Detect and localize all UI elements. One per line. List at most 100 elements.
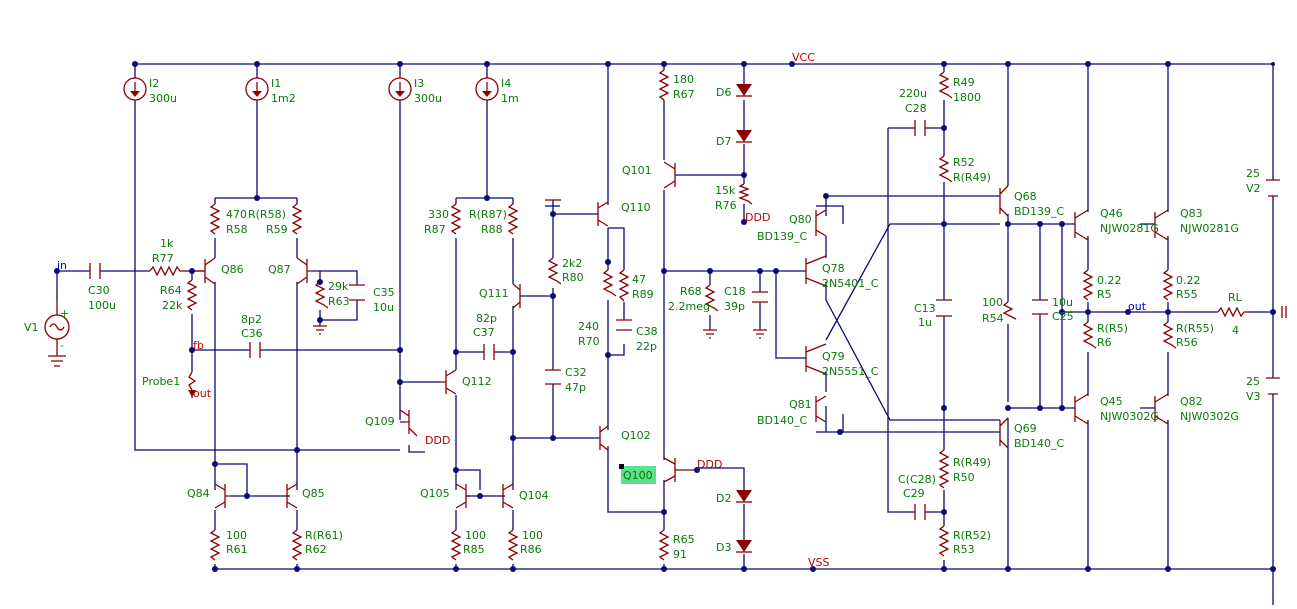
voltage-source-V1[interactable] — [44, 300, 70, 367]
label-resistors-17-value: 91 — [673, 548, 687, 561]
label-resistors-10-value: 100 — [522, 529, 543, 542]
transistor-Q87 — [296, 257, 312, 285]
resistor-R80 — [547, 257, 562, 285]
label-resistors-11-id: R80 — [562, 271, 584, 284]
label-transistors-13-model: BD139_C — [757, 230, 808, 243]
label-resistors-22-value: R(R52) — [953, 529, 991, 542]
label-transistors-10-id: Q101 — [622, 164, 652, 177]
battery-V2 — [1266, 179, 1280, 197]
label-resistors-21-value: R(R49) — [953, 456, 991, 469]
label-capacitors-2-id: C36 — [241, 327, 263, 340]
capacitor-C28 — [914, 120, 926, 136]
label-transistors-3-id: Q85 — [302, 487, 325, 500]
label-voltage_sources-2-value: 25 — [1246, 375, 1260, 388]
label-transistors-6-id: Q105 — [420, 487, 450, 500]
net-label-ddd-1: DDD — [425, 434, 450, 447]
transistor-Q68 — [999, 185, 1009, 217]
label-diodes-1: D7 — [716, 135, 731, 148]
label-voltage_sources-1-value: 25 — [1246, 167, 1260, 180]
transistor-Q80 — [815, 209, 827, 237]
label-transistors-4-id: Q109 — [365, 415, 395, 428]
label-sources-0-id: I2 — [149, 77, 159, 90]
label-transistors-21-id: Q45 — [1100, 395, 1123, 408]
label-capacitors-3-id: C37 — [473, 326, 495, 339]
resistor-R87 — [450, 203, 462, 235]
resistor-R63 — [314, 281, 329, 309]
label-transistors-8-id: Q111 — [479, 287, 509, 300]
label-transistors-18-id: Q69 — [1014, 422, 1037, 435]
resistor-R59 — [291, 203, 303, 235]
resistor-R88 — [507, 203, 519, 235]
battery-V3 — [1266, 377, 1280, 395]
label-capacitors-9-id: C25 — [1052, 310, 1074, 323]
resistor-R64 — [186, 279, 198, 311]
capacitor-C38 — [616, 319, 632, 331]
resistor-R58 — [209, 203, 221, 235]
resistor-R86 — [507, 529, 519, 561]
label-resistors-0-id: R77 — [152, 252, 174, 265]
selection-handle[interactable] — [619, 464, 624, 469]
capacitor-C13 — [936, 299, 952, 317]
resistor-R61 — [209, 529, 221, 561]
label-resistors-23-value: 0.22 — [1097, 274, 1122, 287]
label-capacitors-8-id: C13 — [914, 302, 936, 315]
label-resistors-18-id: R49 — [953, 76, 975, 89]
resistor-R68 — [704, 284, 719, 312]
label-transistors-13-id: Q80 — [789, 213, 812, 226]
label-transistors-12-id: Q100 — [623, 469, 653, 482]
capacitor-C37 — [483, 344, 495, 360]
label-resistors-7-id: R87 — [424, 223, 446, 236]
transistor-Q109 — [399, 409, 418, 437]
label-resistors-20-value: 100 — [982, 296, 1003, 309]
label-transistors-22-id: Q82 — [1180, 395, 1203, 408]
transistor-Q46 — [1074, 209, 1089, 241]
label-probe-id: Probe1 — [142, 375, 180, 388]
label-resistors-14-id: R67 — [673, 88, 695, 101]
label-capacitors-0-id: C30 — [88, 284, 110, 297]
label-transistors-20-id: Q83 — [1180, 207, 1203, 220]
label-sources-3-id: I4 — [501, 77, 511, 90]
label-resistors-7-value: 330 — [428, 208, 449, 221]
transistor-Q112 — [440, 369, 457, 395]
transistor-Q86 — [195, 257, 216, 285]
label-transistors-16-id: Q81 — [789, 398, 812, 411]
label-transistors-22-model: NJW0302G — [1180, 410, 1239, 423]
label-diodes-0: D6 — [716, 86, 731, 99]
label-capacitors-6-id: C18 — [724, 285, 746, 298]
label-transistors-18-model: BD140_C — [1014, 437, 1065, 450]
current-source-I4[interactable] — [475, 77, 499, 101]
transistor-Q110 — [597, 201, 609, 227]
current-source-I2[interactable] — [123, 77, 147, 101]
selection-highlight-Q100 — [621, 466, 656, 484]
transistor-Q69 — [999, 417, 1009, 449]
label-capacitors-1-id: C35 — [373, 286, 395, 299]
label-capacitors-7-id: C28 — [905, 102, 927, 115]
label-transistors-16-model: BD140_C — [757, 414, 808, 427]
transistor-Q78 — [805, 255, 827, 287]
label-resistors-13-value: 240 — [578, 320, 599, 333]
label-resistors-24-value: R(R5) — [1097, 322, 1128, 335]
label-resistors-27-value: 4 — [1232, 324, 1239, 337]
resistor-R67 — [658, 69, 670, 101]
probe-Probe1[interactable] — [188, 371, 197, 397]
transistor-Q101 — [663, 161, 676, 189]
resistor-R52 — [938, 155, 953, 183]
label-sources-0-value: 300u — [149, 92, 177, 105]
label-transistors-20-model: NJW0281G — [1180, 222, 1239, 235]
transistor-Q83 — [1154, 209, 1169, 241]
transistor-Q105 — [455, 483, 470, 509]
current-source-I1[interactable] — [245, 77, 269, 101]
transistor-Q81 — [815, 395, 827, 423]
label-capacitors-9-value: 10u — [1052, 296, 1073, 309]
capacitor-C30 — [89, 263, 101, 279]
label-resistors-22-id: R53 — [953, 543, 975, 556]
label-transistors-19-id: Q46 — [1100, 207, 1123, 220]
label-resistors-15-id: R76 — [715, 199, 737, 212]
label-voltage_sources-0-minus: - — [60, 339, 64, 352]
net-label-fb: fb — [193, 339, 204, 352]
label-capacitors-8-value: 1u — [918, 316, 932, 329]
current-source-I3[interactable] — [388, 77, 412, 101]
net-label-vss: VSS — [808, 556, 830, 569]
label-capacitors-2-value: 8p2 — [241, 313, 262, 326]
